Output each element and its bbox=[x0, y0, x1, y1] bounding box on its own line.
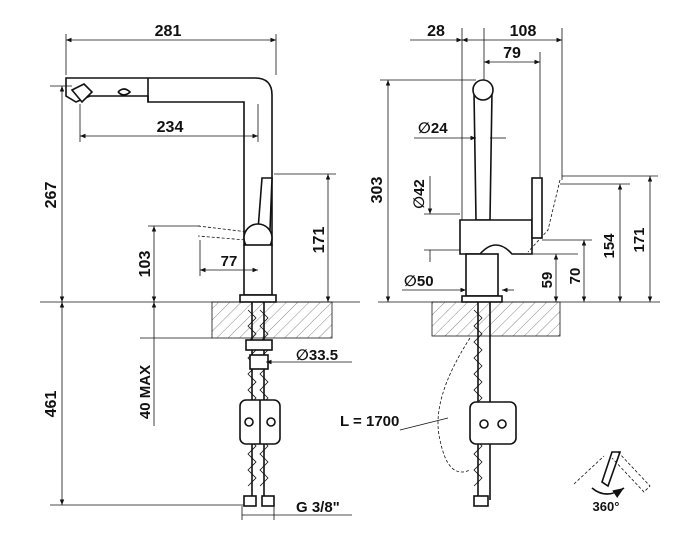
dim-171-left: 171 bbox=[311, 227, 328, 254]
dim-diam-33-5: ∅33.5 bbox=[296, 347, 338, 364]
hose-braid-right-view bbox=[473, 309, 483, 487]
dim-hose-length: L = 1700 bbox=[340, 413, 399, 430]
hose-fitting-right bbox=[261, 495, 275, 507]
dim-diam-24: ∅24 bbox=[418, 120, 448, 137]
countertop-slab-left bbox=[211, 301, 333, 339]
rotation-360-icon: 360° bbox=[573, 451, 651, 514]
dim-103: 103 bbox=[137, 251, 154, 278]
mounting-washer bbox=[249, 354, 269, 370]
spout-outline bbox=[65, 77, 273, 246]
dim-234: 234 bbox=[157, 119, 184, 136]
dim-diam-50: ∅50 bbox=[404, 273, 434, 290]
spout-column bbox=[473, 82, 493, 221]
dim-59: 59 bbox=[539, 272, 556, 289]
side-view-left: 281 234 267 103 77 171 461 40 MAX ∅33.5 bbox=[40, 23, 360, 520]
spray-head-icon bbox=[70, 83, 94, 104]
spray-button-icon bbox=[117, 88, 132, 96]
countertop-slab-right bbox=[431, 301, 561, 337]
front-view-right: 28 108 79 303 ∅24 ∅42 ∅50 59 70 154 bbox=[340, 23, 660, 514]
rotation-label: 360° bbox=[593, 499, 620, 514]
mounting-nut bbox=[245, 339, 273, 351]
body-block bbox=[459, 219, 533, 255]
dim-77: 77 bbox=[221, 253, 238, 270]
dim-108: 108 bbox=[510, 23, 537, 40]
dim-281: 281 bbox=[155, 23, 182, 40]
dim-303: 303 bbox=[369, 177, 386, 204]
lever-swing-dashed bbox=[197, 225, 249, 241]
spout-tip-icon bbox=[472, 79, 494, 101]
dim-461: 461 bbox=[43, 391, 60, 418]
side-lever bbox=[531, 177, 543, 239]
faucet-base bbox=[239, 294, 277, 303]
dim-267: 267 bbox=[43, 182, 60, 209]
lever-swing-dashed-right bbox=[527, 179, 561, 253]
dim-28: 28 bbox=[427, 23, 445, 40]
hose-fitting-left bbox=[243, 495, 257, 507]
lower-column bbox=[465, 253, 499, 297]
dim-154: 154 bbox=[601, 233, 618, 259]
dim-thread: G 3/8" bbox=[296, 499, 340, 516]
dim-171-right: 171 bbox=[631, 227, 648, 252]
base-plate bbox=[461, 295, 503, 303]
hose-fitting-right-view bbox=[473, 495, 489, 507]
dim-40-max: 40 MAX bbox=[137, 365, 154, 419]
dim-79: 79 bbox=[503, 45, 521, 62]
check-valve-block-right bbox=[469, 401, 517, 445]
dim-70: 70 bbox=[567, 268, 584, 285]
pull-out-hose bbox=[437, 337, 471, 473]
dim-diam-42: ∅42 bbox=[411, 179, 428, 209]
